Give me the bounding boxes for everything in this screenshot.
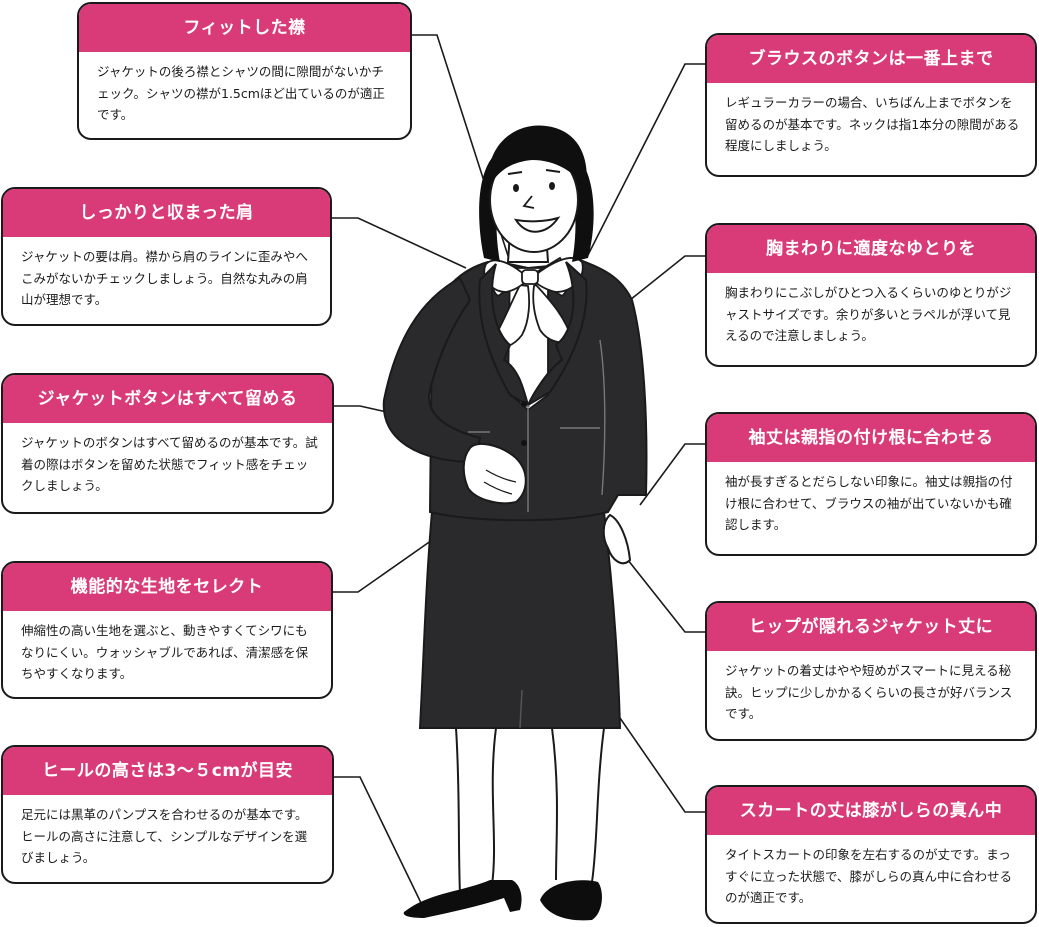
callout-title: 胸まわりに適度なゆとりを — [707, 225, 1035, 273]
leader-blouse-button — [587, 63, 706, 256]
callout-hip: ヒップが隠れるジャケット丈に ジャケットの着丈はやや短めがスマートに見える秘訣。… — [705, 601, 1037, 741]
leader-fabric — [332, 537, 436, 593]
callout-body: 袖が長すぎるとだらしない印象に。袖丈は親指の付け根に合わせて、ブラウスの袖が出て… — [725, 474, 1013, 532]
hair-top — [487, 125, 587, 190]
eyebrow-left — [507, 171, 523, 175]
legs — [455, 727, 605, 896]
callout-title: フィットした襟 — [79, 4, 410, 52]
callout-sleeve: 袖丈は親指の付け根に合わせる 袖が長すぎるとだらしない印象に。袖丈は親指の付け根… — [705, 412, 1037, 556]
callout-title: 機能的な生地をセレクト — [3, 563, 331, 611]
jacket-details — [468, 339, 606, 512]
jacket-buttons — [521, 401, 527, 446]
callout-jacket-button: ジャケットボタンはすべて留める ジャケットのボタンはすべて留めるのが基本です。試… — [1, 373, 334, 514]
bow-knot — [521, 269, 539, 285]
callout-title: ヒールの高さは3～５cmが目安 — [3, 747, 332, 795]
skirt — [418, 511, 622, 729]
left-pump — [403, 880, 522, 918]
nose — [522, 195, 535, 209]
skirt-slit — [519, 689, 523, 729]
callout-body: 伸縮性の高い生地を選ぶと、動きやすくてシワにもなりにくい。ウォッシャブルであれば… — [21, 623, 309, 681]
callout-fabric: 機能的な生地をセレクト 伸縮性の高い生地を選ぶと、動きやすくてシワにもなりにくい… — [1, 561, 333, 699]
leader-heel — [333, 776, 423, 906]
callout-body: タイトスカートの印象を左右するのが丈です。まっすぐに立った状態で、膝がしらの真ん… — [725, 847, 1013, 905]
callout-title: ジャケットボタンはすべて留める — [3, 375, 332, 423]
eyebrow-right — [545, 169, 561, 173]
lapels — [478, 261, 588, 408]
callout-collar: フィットした襟 ジャケットの後ろ襟とシャツの間に隙間がないかチェック。シャツの襟… — [77, 2, 412, 140]
head — [479, 125, 594, 262]
right-hand — [602, 513, 632, 565]
bow-tail-right — [532, 283, 574, 344]
callout-body: 胸まわりにこぶしがひとつ入るくらいのゆとりがジャストサイズです。余りが多いとラペ… — [725, 285, 1012, 343]
leader-sleeve — [639, 443, 706, 506]
mouth — [513, 216, 561, 233]
left-hand — [462, 442, 527, 505]
leader-shoulder — [331, 217, 467, 269]
callout-title: ブラウスのボタンは一番上まで — [707, 35, 1035, 83]
eye-right — [549, 182, 555, 190]
callout-body: 足元には黒革のパンプスを合わせるのが基本です。ヒールの高さに注意して、シンプルな… — [21, 807, 308, 865]
callout-title: ヒップが隠れるジャケット丈に — [707, 603, 1035, 651]
callout-title: しっかりと収まった肩 — [3, 189, 330, 237]
eye-left — [513, 184, 519, 192]
callout-body: ジャケットのボタンはすべて留めるのが基本です。試着の際はボタンを留めた状態でフィ… — [21, 435, 318, 493]
callout-body: レギュラーカラーの場合、いちばん上までボタンを留めるのが基本です。ネックは指1本… — [725, 95, 1020, 153]
callout-shoulder: しっかりと収まった肩 ジャケットの要は肩。襟から肩のラインに歪みやへこみがないか… — [1, 187, 332, 326]
callout-heel: ヒールの高さは3～５cmが目安 足元には黒革のパンプスを合わせるのが基本です。ヒ… — [1, 745, 334, 884]
callout-chest: 胸まわりに適度なゆとりを 胸まわりにこぶしがひとつ入るくらいのゆとりがジャストサ… — [705, 223, 1037, 367]
callout-body: ジャケットの着丈はやや短めがスマートに見える秘訣。ヒップに少しかかるくらいの長さ… — [725, 663, 1013, 721]
callout-body: ジャケットの後ろ襟とシャツの間に隙間がないかチェック。シャツの襟が1.5cmほど… — [97, 64, 385, 122]
callout-title: 袖丈は親指の付け根に合わせる — [707, 414, 1035, 462]
callout-body: ジャケットの要は肩。襟から肩のラインに歪みやへこみがないかチェックしましょう。自… — [21, 249, 308, 307]
callout-skirt: スカートの丈は膝がしらの真ん中 タイトスカートの印象を左右するのが丈です。まっす… — [705, 785, 1037, 924]
callout-blouse-button: ブラウスのボタンは一番上まで レギュラーカラーの場合、いちばん上までボタンを留め… — [705, 33, 1037, 177]
right-pump — [540, 880, 602, 921]
callout-title: スカートの丈は膝がしらの真ん中 — [707, 787, 1035, 835]
leader-hip — [619, 549, 706, 633]
fingers — [483, 469, 517, 495]
pumps — [403, 880, 602, 921]
leader-skirt — [619, 717, 706, 813]
